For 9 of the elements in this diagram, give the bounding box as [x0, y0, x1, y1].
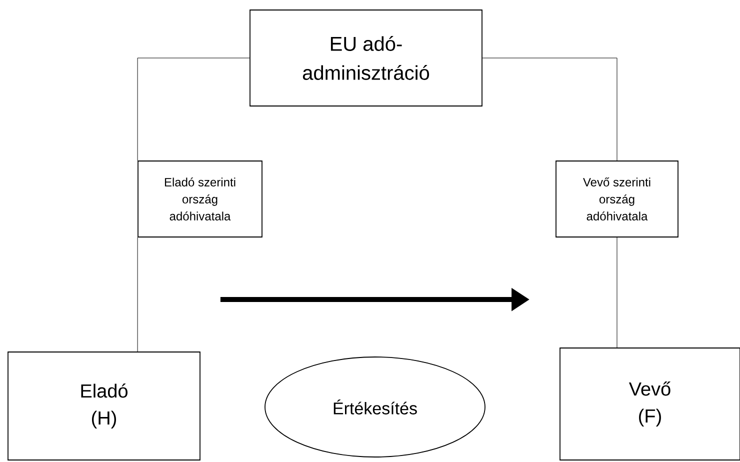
connector-line: [137, 58, 250, 161]
connector-line: [137, 237, 138, 352]
office-box: Eladó szerinti ország adóhivatala: [138, 160, 262, 238]
connector-line: [482, 58, 618, 161]
office-box: Vevő szerinti ország adóhivatala: [556, 160, 678, 238]
connector-line: [616, 237, 618, 348]
party-box: Eladó (H): [8, 352, 200, 460]
party-box: Vevő (F): [560, 348, 740, 460]
authority-box: EU adó-adminisztráció: [250, 10, 482, 106]
